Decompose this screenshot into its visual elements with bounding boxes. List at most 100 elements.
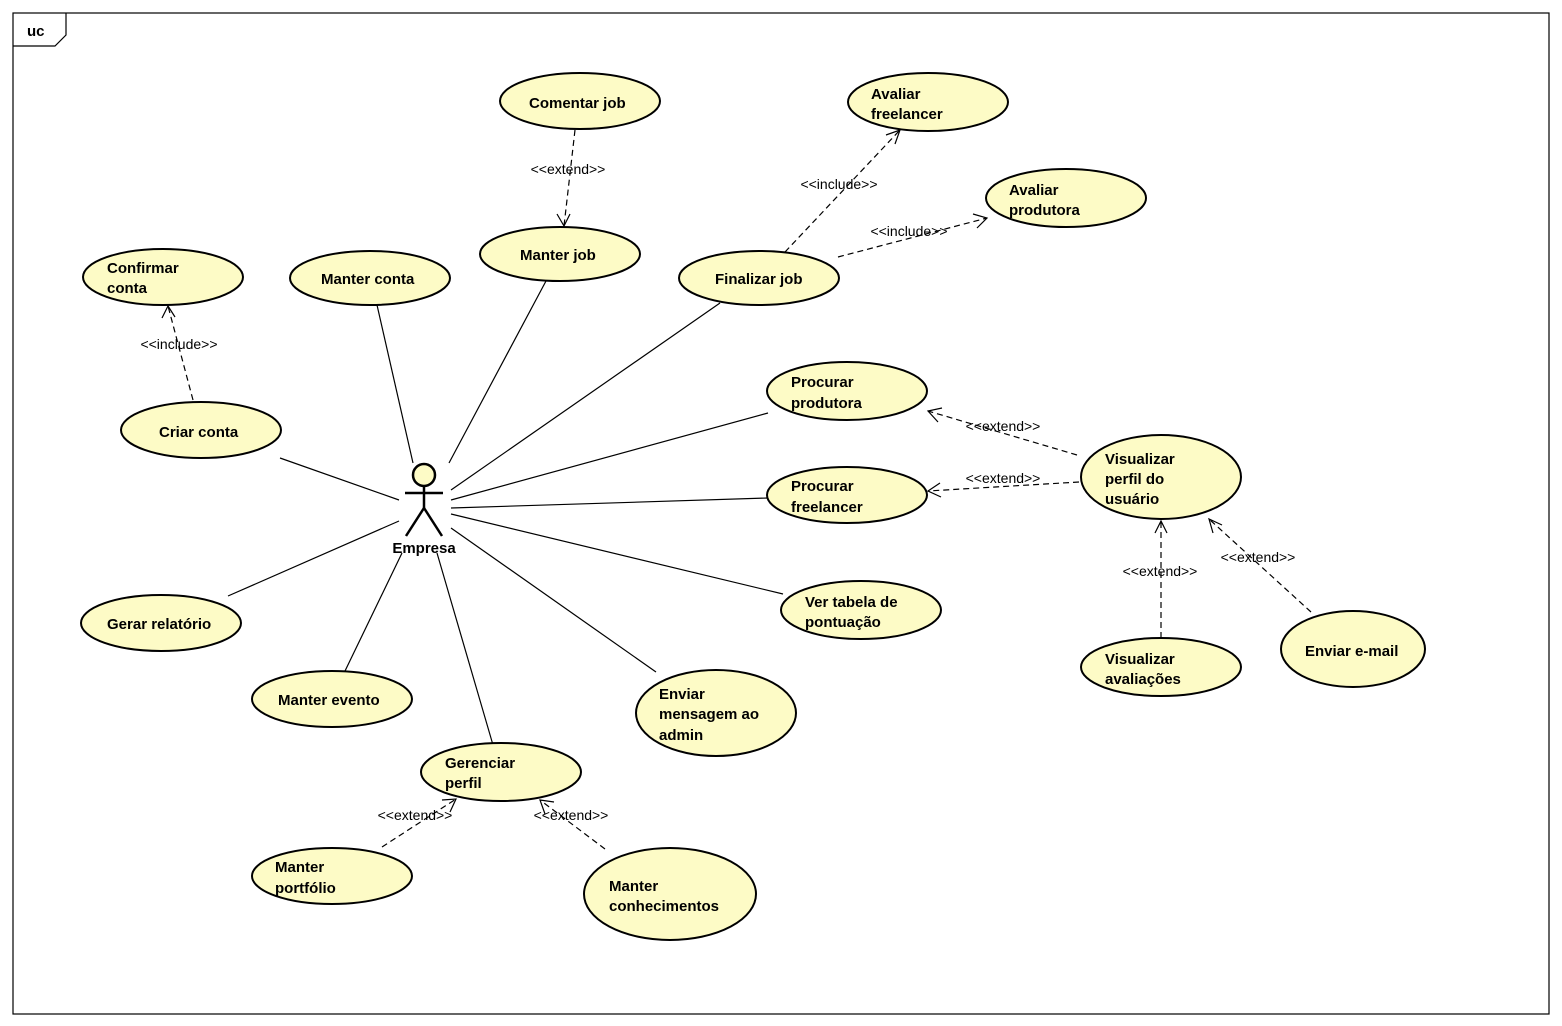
extend-conhecimentos-gerenciar-perfil: [539, 799, 606, 850]
assoc-criar-conta: [279, 457, 400, 501]
stereotype-extend: <<extend>>: [378, 807, 453, 823]
use-case-finalizar-job[interactable]: Finalizar job: [678, 250, 840, 306]
use-case-shape: [1280, 610, 1426, 688]
extend-visualizar-procurar-produtora: [927, 410, 1078, 456]
use-case-label: Confirmar conta: [107, 260, 183, 297]
arrowhead: [972, 213, 989, 229]
use-case-label: Procurar produtora: [791, 374, 862, 412]
use-case-enviar-email[interactable]: Enviar e-mail: [1280, 610, 1426, 688]
assoc-manter-conta: [376, 304, 414, 464]
diagram-frame: uc: [12, 12, 1550, 1015]
use-case-shape: [251, 847, 413, 905]
use-case-visualizar-avaliacoes[interactable]: Visualizar avaliações: [1080, 637, 1242, 697]
use-case-label: Gerenciar perfil: [445, 755, 519, 792]
stereotype-include: <<include>>: [870, 223, 947, 239]
use-case-shape: [120, 401, 282, 459]
use-case-label: Enviar e-mail: [1305, 643, 1398, 660]
assoc-gerar-relatorio: [227, 520, 400, 597]
use-case-criar-conta[interactable]: Criar conta: [120, 401, 282, 459]
arrowhead: [926, 482, 942, 498]
frame-label: uc: [27, 23, 45, 40]
extend-comentar-manter-job: [563, 129, 576, 227]
arrowhead: [441, 798, 457, 813]
use-case-manter-conta[interactable]: Manter conta: [289, 250, 451, 306]
stereotype-extend: <<extend>>: [966, 470, 1041, 486]
use-case-shape: [289, 250, 451, 306]
use-case-shape: [985, 168, 1147, 228]
assoc-enviar-mensagem: [450, 527, 657, 673]
use-case-procurar-freelancer[interactable]: Procurar freelancer: [766, 466, 928, 524]
use-case-label: Criar conta: [159, 424, 239, 441]
use-case-shape: [847, 72, 1009, 132]
assoc-procurar-produtora: [450, 412, 769, 501]
arrowhead: [1154, 519, 1168, 534]
use-case-manter-evento[interactable]: Manter evento: [251, 670, 413, 728]
use-case-shape: [1080, 637, 1242, 697]
use-case-gerenciar-perfil[interactable]: Gerenciar perfil: [420, 742, 582, 802]
use-case-shape: [766, 361, 928, 421]
use-case-ver-tabela-pontuacao[interactable]: Ver tabela de pontuação: [780, 580, 942, 640]
use-case-label: Manter portfólio: [275, 859, 336, 897]
use-case-label: Manter conta: [321, 271, 415, 288]
use-case-shape: [499, 72, 661, 130]
use-case-label: Avaliar freelancer: [871, 86, 943, 123]
use-case-avaliar-produtora[interactable]: Avaliar produtora: [985, 168, 1147, 228]
use-case-enviar-mensagem-admin[interactable]: Enviar mensagem ao admin: [635, 669, 797, 757]
arrowhead: [539, 799, 555, 815]
actor-head: [411, 462, 437, 488]
use-case-label: Visualizar perfil do usuário: [1105, 451, 1179, 508]
use-case-shape: [635, 669, 797, 757]
extend-visualizar-procurar-freelancer: [927, 481, 1080, 492]
arrowhead: [1208, 517, 1223, 534]
use-case-manter-portfolio[interactable]: Manter portfólio: [251, 847, 413, 905]
use-case-label: Visualizar avaliações: [1105, 651, 1181, 688]
use-case-manter-job[interactable]: Manter job: [479, 226, 641, 282]
use-case-label: Avaliar produtora: [1009, 182, 1080, 219]
actor-right-leg: [422, 507, 444, 537]
associations: [227, 280, 784, 746]
stereotype-extend: <<extend>>: [966, 418, 1041, 434]
dependencies: <<include>> <<extend>> <<include>> <<inc…: [140, 129, 1312, 850]
use-case-visualizar-perfil-usuario[interactable]: Visualizar perfil do usuário: [1080, 434, 1242, 520]
use-case-gerar-relatorio[interactable]: Gerar relatório: [80, 594, 242, 652]
arrowhead: [556, 213, 571, 228]
extend-portfolio-gerenciar-perfil: [381, 798, 457, 848]
use-case-comentar-job[interactable]: Comentar job: [499, 72, 661, 130]
use-case-label: Manter evento: [278, 692, 380, 709]
use-case-shape: [420, 742, 582, 802]
assoc-gerenciar-perfil: [436, 552, 494, 746]
stereotype-include: <<include>>: [140, 336, 217, 352]
stereotype-extend: <<extend>>: [534, 807, 609, 823]
include-criar-confirmar: [167, 305, 194, 401]
use-case-shape: [1080, 434, 1242, 520]
assoc-ver-tabela: [450, 513, 784, 595]
use-case-shape: [251, 670, 413, 728]
stereotype-include: <<include>>: [800, 176, 877, 192]
use-case-shape: [678, 250, 840, 306]
use-case-avaliar-freelancer[interactable]: Avaliar freelancer: [847, 72, 1009, 132]
use-case-confirmar-conta[interactable]: Confirmar conta: [82, 248, 244, 306]
use-case-manter-conhecimentos[interactable]: Manter conhecimentos: [583, 847, 757, 941]
include-finalizar-avaliar-produtora: [837, 217, 988, 258]
use-case-label: Comentar job: [529, 95, 626, 112]
actor-empresa[interactable]: Empresa: [392, 462, 456, 557]
assoc-finalizar-job: [450, 302, 721, 491]
use-case-shape: [583, 847, 757, 941]
extend-email-visualizar-perfil: [1208, 518, 1312, 613]
use-case-procurar-produtora[interactable]: Procurar produtora: [766, 361, 928, 421]
use-case-shape: [82, 248, 244, 306]
assoc-manter-job: [448, 280, 547, 464]
stereotype-extend: <<extend>>: [531, 161, 606, 177]
assoc-procurar-freelancer: [450, 497, 769, 509]
arrowhead: [926, 407, 943, 423]
use-case-label: Gerar relatório: [107, 616, 211, 633]
use-case-shape: [479, 226, 641, 282]
use-case-shape: [766, 466, 928, 524]
use-case-shape: [780, 580, 942, 640]
use-case-label: Manter conhecimentos: [609, 878, 719, 915]
use-case-label: Finalizar job: [715, 271, 803, 288]
use-case-label: Enviar mensagem ao admin: [659, 686, 763, 744]
use-case-label: Procurar freelancer: [791, 478, 863, 516]
actor-label: Empresa: [392, 540, 456, 557]
